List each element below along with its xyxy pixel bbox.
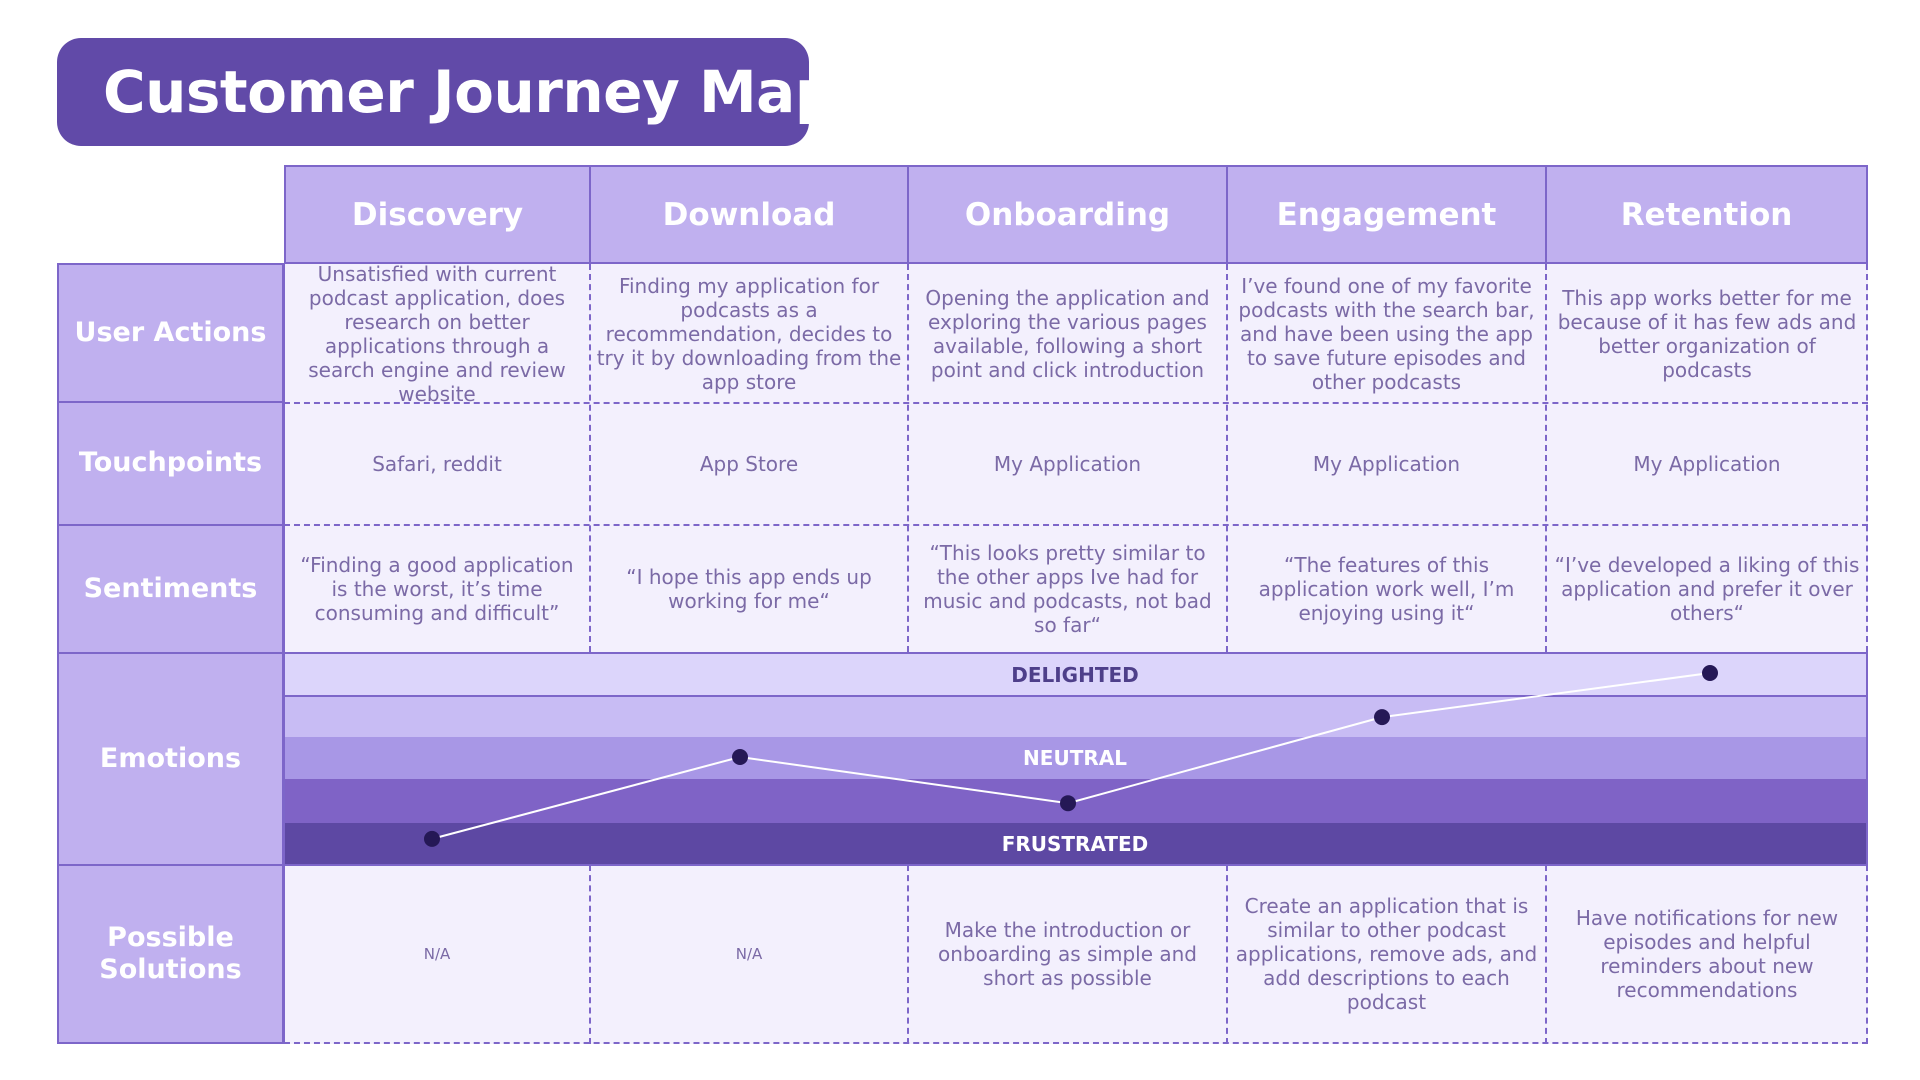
divider-v4-bottom [1545, 865, 1547, 1044]
emotion-band-neutral: NEUTRAL [284, 737, 1868, 779]
divider-h1 [284, 402, 1868, 404]
divider-v1-top [589, 264, 591, 652]
cell-user-actions-onboarding: Opening the application and exploring th… [925, 285, 1210, 382]
cell-touchpoints-onboarding: My Application [993, 452, 1142, 476]
cell-user-actions-discovery: Unsatisfied with current podcast applica… [308, 261, 566, 406]
stage-header-engagement: Engagement [1226, 165, 1547, 264]
cell-touchpoints-engagement: My Application [1312, 452, 1461, 476]
cell-solutions-engagement: Create an application that is similar to… [1235, 894, 1538, 1014]
emotion-point-retention [1702, 665, 1718, 681]
divider-v2-bottom [907, 865, 909, 1044]
cell-solutions-onboarding: Make the introduction or onboarding as s… [938, 918, 1197, 990]
cell-touchpoints-download: App Store [699, 452, 799, 476]
title-banner: Customer Journey Map [57, 38, 836, 146]
divider-v2-top [907, 264, 909, 652]
emotion-band-frustrated: FRUSTRATED [284, 823, 1868, 865]
row-header-user-actions: User Actions [57, 263, 284, 403]
stage-header-download: Download [589, 165, 909, 264]
emotion-series-line [431, 672, 1711, 840]
divider-v5-bottom [1866, 865, 1868, 1044]
cell-user-actions-engagement: I’ve found one of my favorite podcasts w… [1238, 273, 1535, 394]
emotion-point-engagement [1374, 709, 1390, 726]
emotion-point-onboarding [1060, 795, 1076, 812]
cell-user-actions-download: Finding my application for podcasts as a… [596, 273, 902, 394]
cell-touchpoints-retention: My Application [1633, 452, 1781, 476]
cell-touchpoints-discovery: Safari, reddit [372, 452, 502, 476]
divider-v1-bottom [589, 865, 591, 1044]
cell-user-actions-retention: This app works better for me because of … [1557, 285, 1857, 382]
stage-header-retention: Retention [1545, 165, 1868, 264]
emotion-level-frustrated: FRUSTRATED [1001, 832, 1149, 856]
cell-sentiments-engagement: “The features of this application work w… [1258, 552, 1515, 625]
stage-header-discovery: Discovery [284, 165, 591, 264]
emotion-level-delighted: DELIGHTED [1011, 662, 1139, 687]
divider-v3-bottom [1226, 865, 1228, 1044]
divider-v4-top [1545, 264, 1547, 652]
emotion-point-discovery [424, 830, 440, 847]
row-header-possible-solutions: Possible Solutions [57, 864, 284, 1044]
divider-v5-top [1866, 264, 1868, 652]
cell-sentiments-discovery: “Finding a good application is the worst… [300, 552, 574, 625]
divider-h-bottom [284, 1042, 1868, 1044]
emotion-band-2 [284, 695, 1868, 737]
cell-solutions-download: N/A [735, 945, 763, 963]
cell-solutions-discovery: N/A [423, 945, 451, 963]
emotion-point-download [732, 749, 748, 765]
cell-solutions-retention: Have notifications for new episodes and … [1575, 906, 1839, 1002]
page-title: Customer Journey Map [103, 58, 836, 126]
grid-left-border [283, 264, 285, 1044]
cell-sentiments-retention: “I’ve developed a liking of this applica… [1554, 552, 1860, 625]
divider-h2 [284, 524, 1868, 526]
row-header-sentiments: Sentiments [57, 524, 284, 654]
emotion-level-neutral: NEUTRAL [1023, 746, 1127, 770]
row-header-emotions: Emotions [57, 652, 284, 866]
cell-sentiments-download: “I hope this app ends up working for me“ [626, 564, 872, 613]
row-header-touchpoints: Touchpoints [57, 401, 284, 526]
cell-sentiments-onboarding: “This looks pretty similar to the other … [923, 540, 1212, 637]
stage-header-onboarding: Onboarding [907, 165, 1228, 264]
divider-v3-top [1226, 264, 1228, 652]
emotions-bottom-border [284, 864, 1868, 866]
emotion-line-chart [424, 665, 1718, 847]
